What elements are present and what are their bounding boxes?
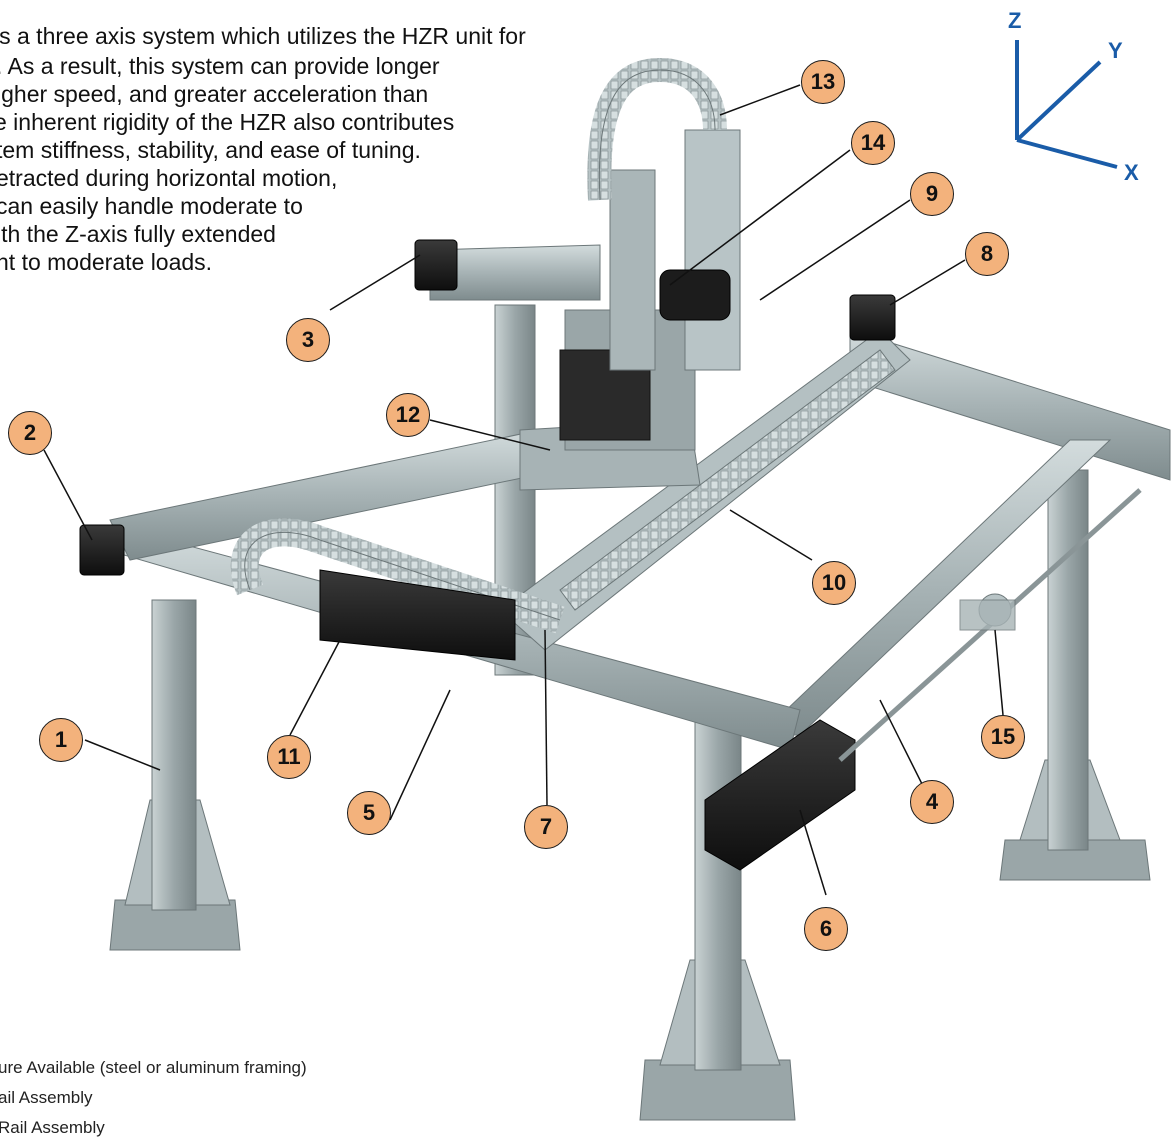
description-line: igher speed, and greater acceleration th… <box>0 81 429 107</box>
callout-6: 6 <box>804 907 848 951</box>
leader-lines <box>43 84 1004 896</box>
callout-7: 7 <box>524 805 568 849</box>
callout-12: 12 <box>386 393 430 437</box>
parts-list-item: ure Available (steel or aluminum framing… <box>0 1058 307 1077</box>
parts-list-item: Rail Assembly <box>0 1118 105 1137</box>
description-line: ht to moderate loads. <box>0 249 213 275</box>
callout-13: 13 <box>801 60 845 104</box>
z-axis <box>519 57 741 491</box>
description-line: tem stiffness, stability, and ease of tu… <box>0 137 421 163</box>
callout-1: 1 <box>39 718 83 762</box>
description-line: can easily handle moderate to <box>0 193 303 219</box>
description-line: e inherent rigidity of the HZR also cont… <box>0 109 455 135</box>
axis-label-z: Z <box>1008 8 1022 33</box>
axis-label-x: X <box>1124 160 1139 185</box>
drive-shaft <box>838 488 1142 762</box>
callout-8: 8 <box>965 232 1009 276</box>
parts-list-item: ail Assembly <box>0 1088 93 1107</box>
callout-9: 9 <box>910 172 954 216</box>
description-line: ith the Z-axis fully extended <box>0 221 276 247</box>
callout-5: 5 <box>347 791 391 835</box>
callout-14: 14 <box>851 121 895 165</box>
hzr-beam <box>499 329 911 651</box>
motor-11 <box>319 569 516 661</box>
description-line: etracted during horizontal motion, <box>0 165 338 191</box>
callout-2: 2 <box>8 411 52 455</box>
callout-11: 11 <box>267 735 311 779</box>
motor-6 <box>704 719 856 871</box>
axis-indicator <box>1015 40 1118 169</box>
callout-3: 3 <box>286 318 330 362</box>
motor-3 <box>414 239 458 291</box>
callout-10: 10 <box>812 561 856 605</box>
motor-8 <box>849 294 896 341</box>
description-line: . As a result, this system can provide l… <box>0 53 440 79</box>
description-line: is a three axis system which utilizes th… <box>0 23 526 49</box>
axis-label-y: Y <box>1108 38 1123 63</box>
callout-15: 15 <box>981 715 1025 759</box>
motor-2 <box>79 524 125 576</box>
callout-4: 4 <box>910 780 954 824</box>
